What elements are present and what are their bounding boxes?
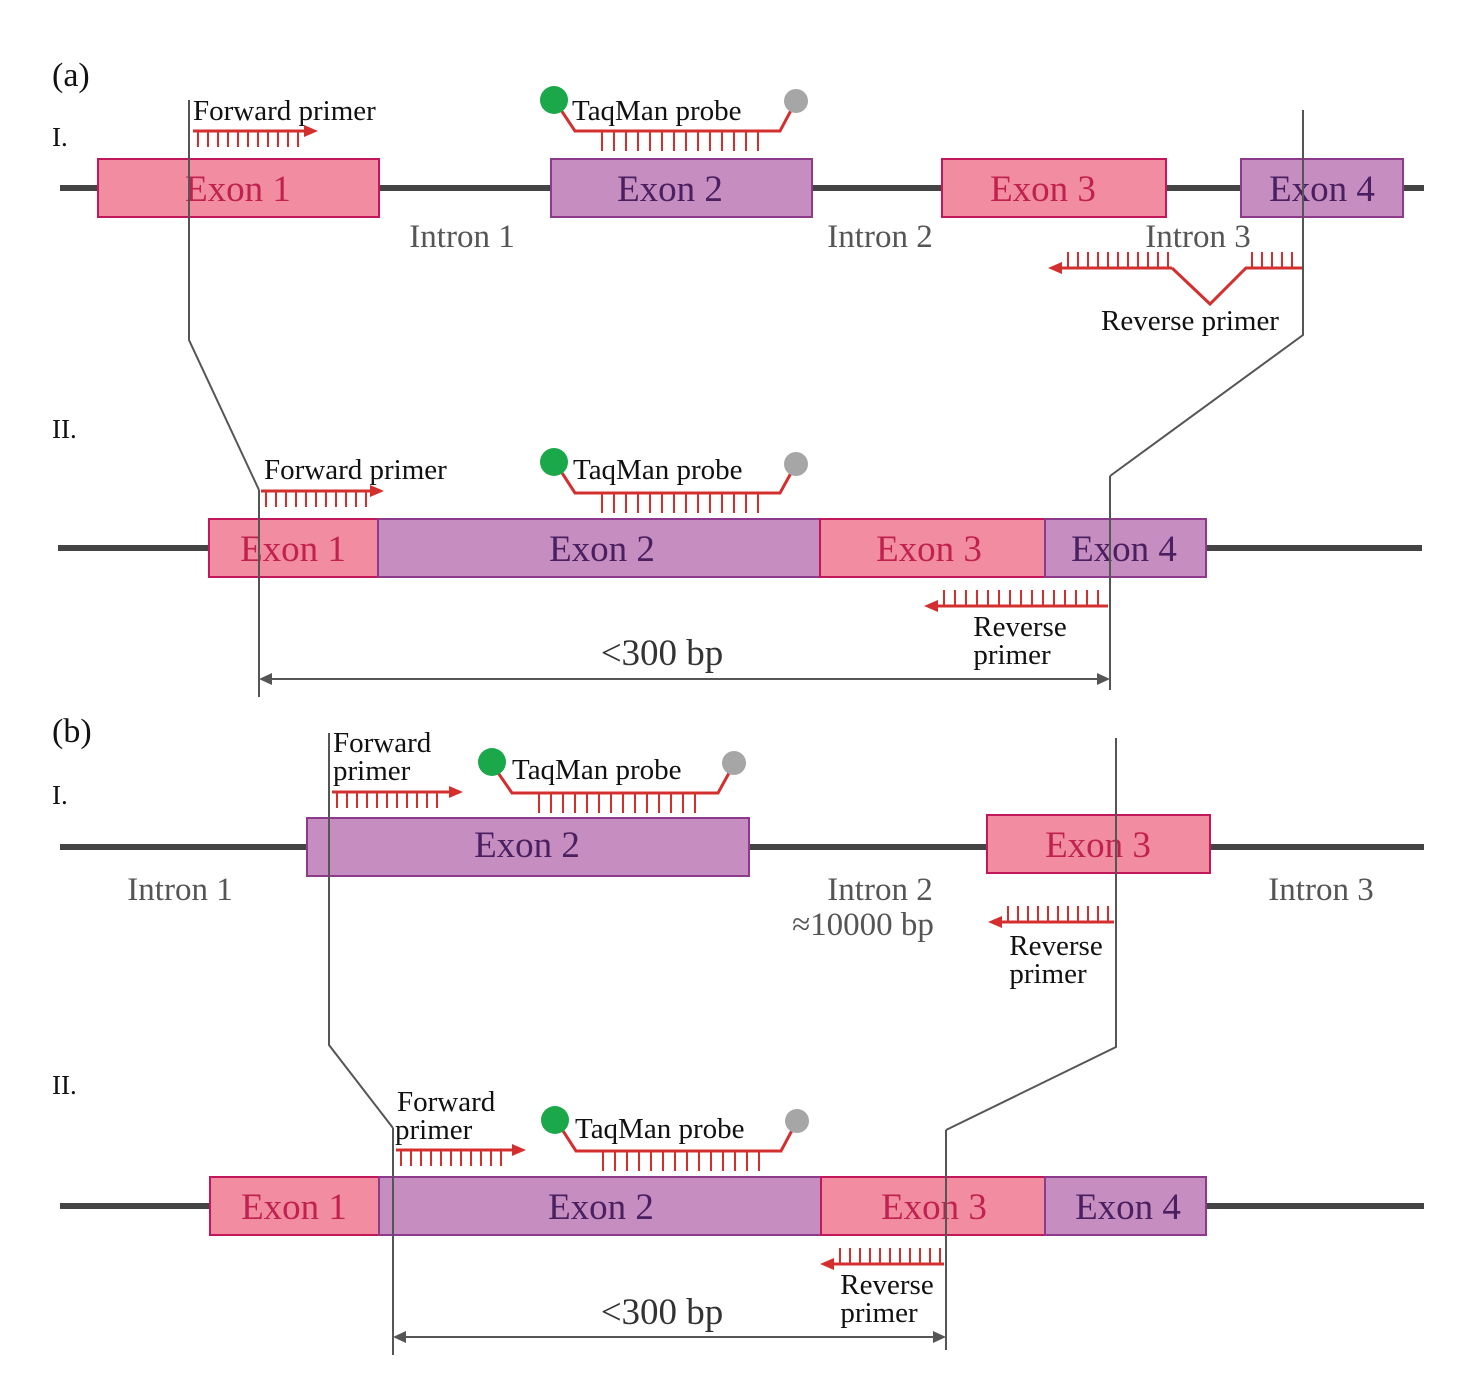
reverse-primer-label-line1: Reverse [840, 1269, 933, 1301]
amplicon-length-label: <300 bp [601, 633, 724, 674]
row-label-a-mrna: II. [52, 414, 77, 444]
exon-2-b-mrna: Exon 2 [378, 1176, 822, 1236]
forward-primer-label-line1: Forward [397, 1086, 496, 1118]
exon-label: Exon 2 [474, 825, 580, 866]
forward-primer-label-line2: primer [333, 755, 411, 787]
connector-right-a [1109, 110, 1304, 477]
forward-primer-label-line2: primer [395, 1114, 473, 1146]
amplicon-length-label: <300 bp [601, 1292, 724, 1333]
connector-right-b [945, 738, 1117, 1131]
exon-4-b-mrna: Exon 4 [1044, 1176, 1207, 1236]
amplicon-length-a: <300 bp [259, 633, 1110, 685]
intron-3-label-a: Intron 3 [1145, 219, 1250, 255]
exon-label: Exon 1 [240, 529, 346, 570]
reverse-primer-label-line2: primer [1009, 958, 1087, 990]
amplicon-length-b: <300 bp [393, 1292, 946, 1343]
exon-label: Exon 3 [1045, 825, 1151, 866]
forward-primer-label: Forward primer [193, 95, 376, 127]
quencher-icon [722, 751, 746, 775]
intron-2-label-b: Intron 2 [827, 872, 932, 908]
taqman-probe-label: TaqMan probe [572, 95, 742, 127]
taqman-probe-a-mrna: TaqMan probe [540, 448, 808, 513]
reverse-primer-label-line2: primer [840, 1297, 918, 1329]
reporter-dye-icon [540, 86, 568, 114]
exon-label: Exon 2 [548, 1187, 654, 1228]
reverse-primer-label: Reverse primer [1101, 305, 1279, 337]
row-label-b-gene: I. [52, 780, 68, 810]
connector-left-b [328, 733, 394, 1129]
reverse-primer-a-mrna: Reverse primer [924, 590, 1108, 671]
exon-4-a-mrna: Exon 4 [1044, 518, 1207, 578]
exon-4-a-gene: Exon 4 [1240, 158, 1404, 218]
row-label-b-mrna: II. [52, 1070, 77, 1100]
exon-1-b-mrna: Exon 1 [209, 1176, 380, 1236]
row-label-a-gene: I. [52, 122, 68, 152]
quencher-icon [784, 452, 808, 476]
reverse-primer-b-mrna: Reverse primer [820, 1248, 944, 1329]
exon-label: Exon 3 [881, 1187, 987, 1228]
exon-label: Exon 4 [1075, 1187, 1181, 1228]
reverse-primer-label-line1: Reverse [973, 611, 1066, 643]
exon-2-a-gene: Exon 2 [550, 158, 813, 218]
intron-1-label-a: Intron 1 [409, 219, 514, 255]
exon-label: Exon 4 [1071, 529, 1177, 570]
reverse-primer-b-gene: Reverse primer [988, 906, 1114, 990]
taqman-probe-b-mrna: TaqMan probe [541, 1106, 809, 1171]
exon-3-a-mrna: Exon 3 [819, 518, 1046, 578]
forward-primer-b-mrna: Forward primer [395, 1086, 526, 1166]
taqman-probe-b-gene: TaqMan probe [478, 748, 746, 813]
reverse-primer-label-line2: primer [973, 639, 1051, 671]
taqman-probe-label: TaqMan probe [573, 454, 743, 486]
exon-label: Exon 2 [617, 169, 723, 210]
exon-label: Exon 3 [990, 169, 1096, 210]
taqman-probe-label: TaqMan probe [512, 754, 682, 786]
forward-primer-a-gene: Forward primer [193, 95, 376, 147]
forward-primer-label-line1: Forward [333, 727, 432, 759]
reverse-primer-a-gene: Reverse primer [1048, 252, 1302, 337]
reverse-primer-label-line1: Reverse [1009, 930, 1102, 962]
exon-label: Exon 1 [185, 169, 291, 210]
exon-2-b-gene: Exon 2 [306, 817, 750, 877]
exon-1-a-gene: Exon 1 [97, 158, 380, 218]
connector-left-a [188, 100, 260, 491]
forward-primer-b-gene: Forward primer [332, 727, 463, 808]
reporter-dye-icon [478, 748, 506, 776]
exon-3-a-gene: Exon 3 [941, 158, 1167, 218]
exon-label: Exon 1 [241, 1187, 347, 1228]
quencher-icon [785, 1109, 809, 1133]
taqman-probe-label: TaqMan probe [575, 1113, 745, 1145]
reporter-dye-icon [540, 448, 568, 476]
exon-label: Exon 3 [876, 529, 982, 570]
panel-label-b: (b) [52, 713, 92, 750]
intron-2-length-b: ≈10000 bp [792, 907, 934, 943]
quencher-icon [784, 89, 808, 113]
exon-1-a-mrna: Exon 1 [208, 518, 379, 578]
exon-2-a-mrna: Exon 2 [377, 518, 821, 578]
exon-3-b-gene: Exon 3 [986, 814, 1211, 874]
exon-3-b-mrna: Exon 3 [820, 1176, 1046, 1236]
intron-3-label-b: Intron 3 [1268, 872, 1373, 908]
reporter-dye-icon [541, 1106, 569, 1134]
panel-label-a: (a) [52, 57, 90, 94]
forward-primer-a-mrna: Forward primer [261, 454, 447, 507]
exon-label: Exon 4 [1269, 169, 1375, 210]
intron-1-label-b: Intron 1 [127, 872, 232, 908]
exon-label: Exon 2 [549, 529, 655, 570]
forward-primer-label: Forward primer [264, 454, 447, 486]
intron-2-label-a: Intron 2 [827, 219, 932, 255]
taqman-probe-a-gene: TaqMan probe [540, 86, 808, 151]
